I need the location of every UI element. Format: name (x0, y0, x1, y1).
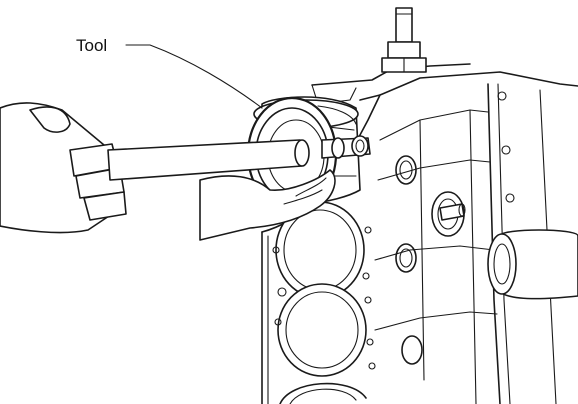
cylinder-bores (272, 201, 376, 404)
hand-with-handle (0, 102, 336, 241)
callout-leader-line (125, 44, 263, 109)
callout-label-tool: Tool (76, 36, 107, 55)
tool-callout: Tool (76, 36, 263, 109)
engine-block (261, 7, 578, 404)
